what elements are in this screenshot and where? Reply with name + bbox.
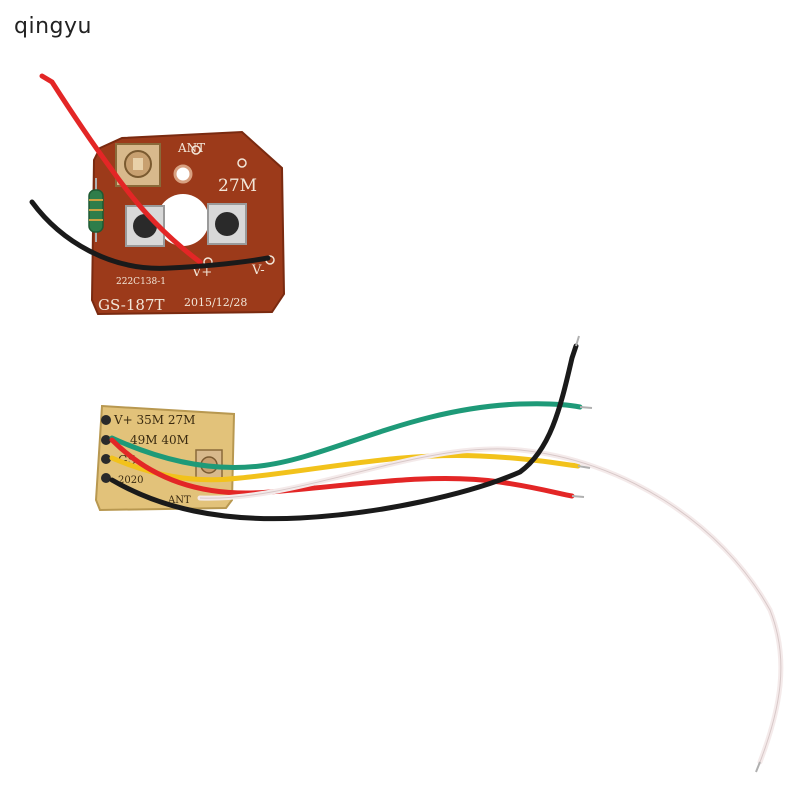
label-frequency: 27M (218, 176, 257, 196)
tact-switch-left (125, 205, 165, 247)
label-vminus: V- (251, 263, 265, 278)
receiver-board: V+ 35M 27M 49M 40M GS- 2020 ANT (94, 335, 784, 773)
label-date: 2015/12/28 (184, 296, 247, 309)
white-wire (197, 446, 784, 765)
mount-hole-large (157, 194, 209, 246)
white-wire-tip (755, 761, 761, 773)
pin-3 (101, 454, 111, 464)
label-part-number: 222C138-1 (116, 277, 166, 287)
label-ant: ANT (177, 141, 205, 155)
label-row-2: 49M 40M (130, 433, 189, 447)
label-row-1: V+ 35M 27M (113, 413, 195, 427)
trimmer-potentiometer (115, 143, 161, 187)
tact-switch-right (207, 203, 247, 245)
pin-2 (101, 435, 111, 445)
red-wire-tip (571, 495, 585, 498)
ant-pad (191, 145, 201, 155)
red-wire-top (39, 73, 203, 265)
pin-1 (101, 415, 111, 425)
label-model: GS-187T (98, 296, 165, 314)
label-row-4: 2020 (118, 475, 143, 486)
ant-pad-2 (237, 158, 247, 168)
yellow-wire (109, 452, 581, 483)
green-wire (109, 401, 583, 471)
label-ant-receiver: ANT (167, 495, 191, 506)
black-wire-bottom (109, 343, 579, 522)
inductor-coil (88, 178, 104, 242)
black-wire-tip (575, 335, 580, 347)
watermark-text: qingyu (14, 14, 92, 39)
green-wire-tip (579, 406, 593, 409)
mount-hole-small (173, 164, 193, 184)
red-wire-bottom (109, 437, 575, 499)
white-wire-outline (199, 448, 782, 763)
yellow-wire-tip (577, 465, 591, 469)
transmitter-board: ANT 27M 222C138-1 V+ V- GS-187T 2015/12/… (29, 73, 286, 316)
black-wire-top (29, 199, 271, 271)
pin-4 (101, 473, 111, 483)
